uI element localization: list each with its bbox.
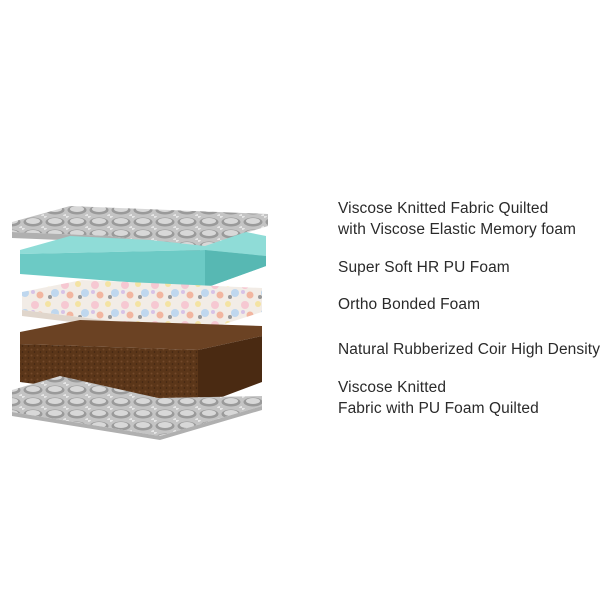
layer-quilted-fabric-top [12, 206, 268, 252]
layer-label-line: Viscose Knitted [338, 379, 447, 396]
layer-label-line: Super Soft HR PU Foam [338, 259, 510, 276]
layer-label-line: Ortho Bonded Foam [338, 296, 481, 313]
layer-coir [20, 320, 262, 406]
layer-label-line: with Viscose Elastic Memory foam [338, 221, 577, 238]
layer-label-coir: Natural Rubberized Coir High Density [338, 339, 600, 360]
layer-label-quilted-fabric-top: Viscose Knitted Fabric Quilted with Visc… [338, 198, 576, 240]
layer-label-hr-foam: Super Soft HR PU Foam [338, 257, 510, 278]
layer-label-bonded-foam: Ortho Bonded Foam [338, 294, 480, 315]
layer-hr-foam [20, 232, 266, 288]
layer-label-line: Fabric with PU Foam Quilted [338, 400, 539, 417]
layer-label-line: Natural Rubberized Coir High Density [338, 341, 600, 358]
layer-label-line: Viscose Knitted Fabric Quilted [338, 200, 549, 217]
layer-quilted-fabric-bottom [12, 376, 262, 440]
layer-label-quilted-fabric-bottom: Viscose Knitted Fabric with PU Foam Quil… [338, 377, 539, 419]
